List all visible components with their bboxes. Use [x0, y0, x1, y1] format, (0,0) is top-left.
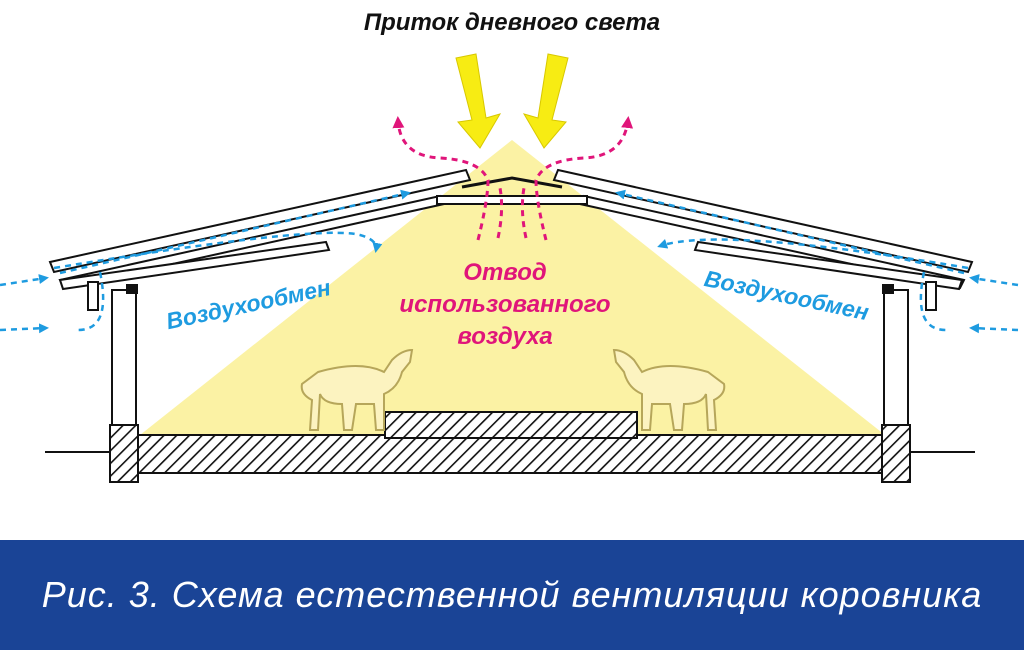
ventilation-diagram: Приток дневного света Воздухообмен Возду… [0, 9, 1019, 483]
wall-cap-right [882, 284, 894, 294]
roof-panel-left-lower [58, 240, 331, 291]
wall-cap-left [126, 284, 138, 294]
cow-icon [300, 348, 414, 431]
roof-panel-right-outer [552, 168, 974, 274]
feed-table [384, 411, 638, 439]
figure-caption: Рис. 3. Схема естественной вентиляции ко… [41, 574, 983, 615]
daylight-label: Приток дневного света [364, 9, 660, 36]
exhaust-airflow [392, 116, 634, 241]
ridge-plate [436, 195, 588, 205]
exhaust-label-line-1: Отвод [463, 259, 546, 286]
floor-slab [109, 434, 911, 474]
foundation-left [109, 424, 139, 483]
ridge-cap [461, 176, 563, 189]
daylight-cone [140, 140, 885, 435]
exhaust-label-line-3: воздуха [457, 323, 552, 350]
daylight-arrow-icon [455, 53, 569, 149]
roof-panel-left-outer [48, 168, 472, 274]
wall-right [883, 289, 909, 426]
foundation-right [881, 424, 911, 483]
eave-bracket-left [87, 281, 99, 311]
roof-panel-right-lower [693, 240, 964, 291]
air-exchange-flow [0, 189, 1019, 334]
cow-icon [612, 348, 726, 431]
eave-bracket-right [925, 281, 937, 311]
caption-band: Рис. 3. Схема естественной вентиляции ко… [0, 540, 1024, 650]
exhaust-label-line-2: использованного [399, 291, 610, 318]
wall-left [111, 289, 137, 426]
